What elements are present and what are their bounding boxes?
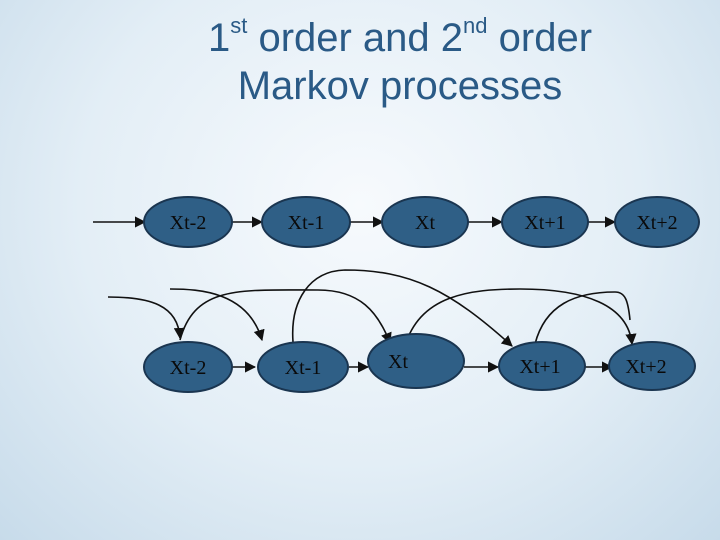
slide-title: 1st order and 2nd order Markov processes <box>120 14 680 110</box>
node-bottom-3: Xt <box>367 333 465 389</box>
node-label: Xt <box>388 351 408 373</box>
node-top-4: Xt+1 <box>501 196 589 248</box>
title-line-1: 1st order and 2nd order <box>120 14 680 62</box>
title-number-2: 2 <box>440 16 464 60</box>
edge-entry-prev <box>107 296 185 340</box>
node-bottom-1: Xt-2 <box>143 341 233 393</box>
node-label: Xt-2 <box>170 212 207 234</box>
node-label: Xt+1 <box>524 212 565 234</box>
first-order-chain: Xt-2 Xt-1 Xt Xt+1 Xt+2 <box>143 196 700 248</box>
title-mid: order and <box>247 16 441 60</box>
node-bottom-2: Xt-1 <box>257 341 349 393</box>
second-order-chain: Xt-2 Xt-1 Xt Xt+1 Xt+2 <box>143 333 696 393</box>
edge-entry-skip <box>169 288 265 342</box>
second-order-edges <box>107 269 637 373</box>
title-number-1: 1 <box>207 16 231 60</box>
node-label: Xt <box>415 212 435 234</box>
title-sup-1: st <box>230 13 248 38</box>
edge-skip-1-3 <box>179 289 392 345</box>
node-label: Xt-1 <box>285 357 322 379</box>
title-end: order <box>487 16 593 60</box>
edge-skip-2-4 <box>291 269 513 347</box>
node-label: Xt+1 <box>519 356 560 378</box>
node-bottom-5: Xt+2 <box>608 341 696 391</box>
node-bottom-4: Xt+1 <box>498 341 586 391</box>
title-sup-2: nd <box>463 13 488 38</box>
node-label: Xt-1 <box>288 212 325 234</box>
title-line-2: Markov processes <box>237 64 563 108</box>
node-top-1: Xt-2 <box>143 196 233 248</box>
node-top-2: Xt-1 <box>261 196 351 248</box>
node-label: Xt+2 <box>625 356 666 378</box>
node-top-5: Xt+2 <box>614 196 700 248</box>
node-label: Xt+2 <box>636 212 677 234</box>
edge-skip-3-5 <box>404 288 637 347</box>
edge-skip-4-out <box>534 291 631 345</box>
node-top-3: Xt <box>381 196 469 248</box>
node-label: Xt-2 <box>170 357 207 379</box>
